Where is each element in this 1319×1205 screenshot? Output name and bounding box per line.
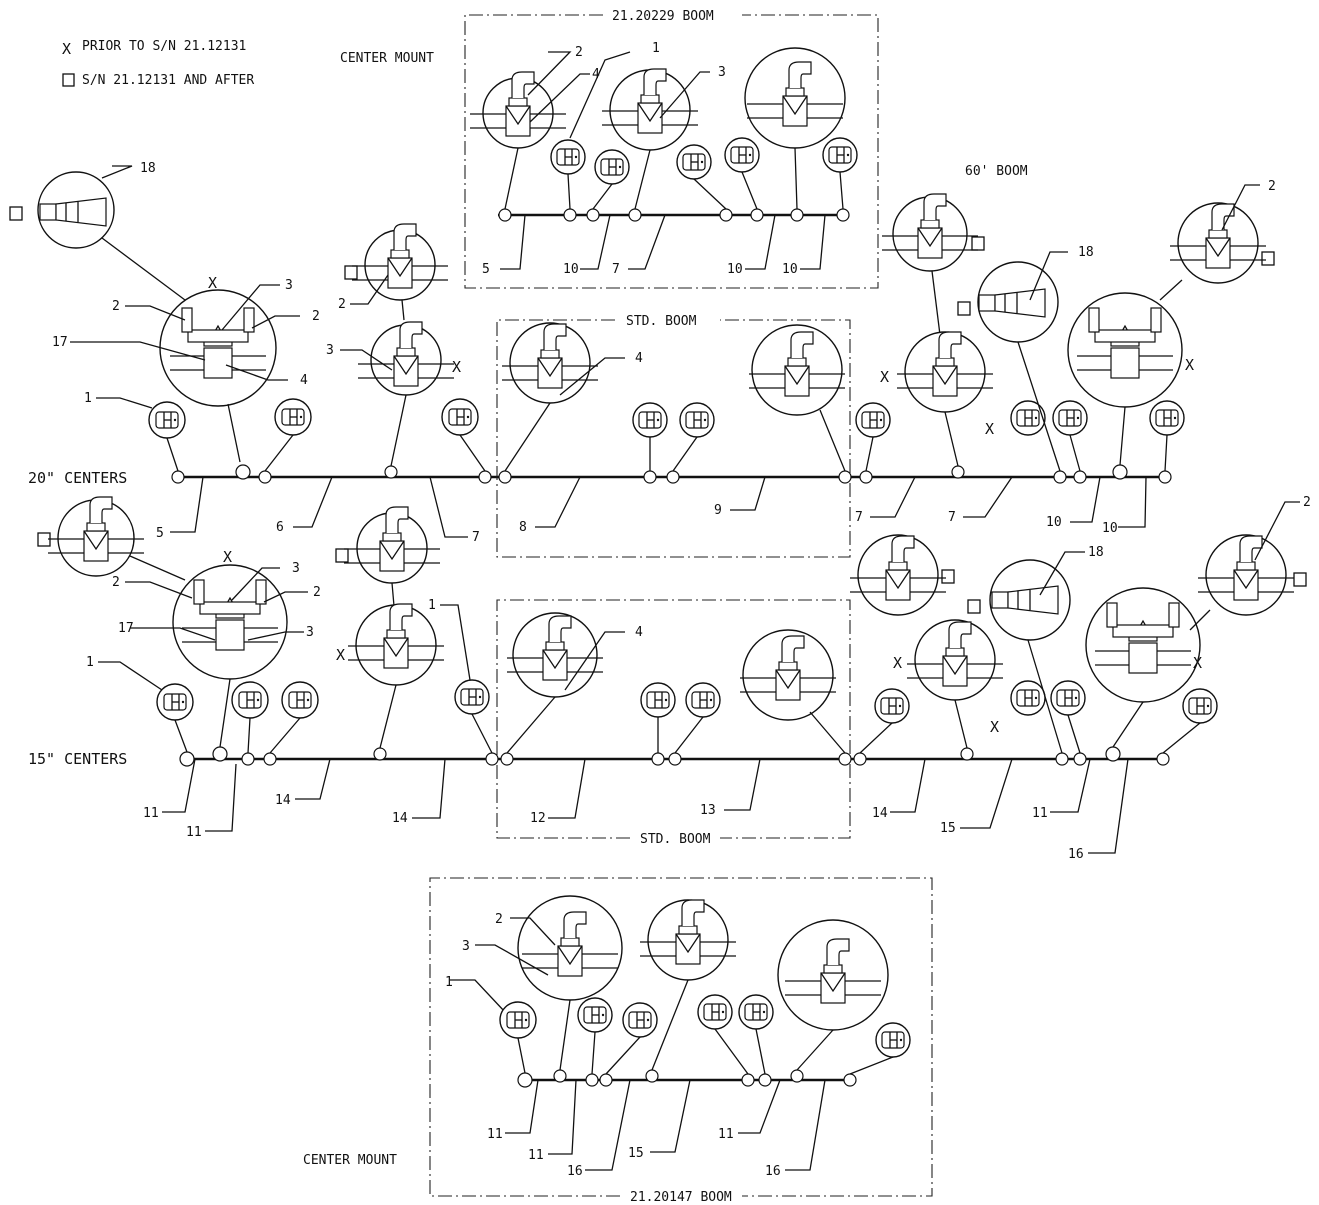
svg-text:X: X xyxy=(990,718,999,736)
callout-1: 1 xyxy=(84,391,92,406)
callout-16: 16 xyxy=(765,1164,781,1179)
nozzle-points xyxy=(517,1069,857,1088)
callout-10: 10 xyxy=(727,262,743,277)
callout-3: 3 xyxy=(292,561,300,576)
callout-5: 5 xyxy=(156,526,164,541)
callout-2: 2 xyxy=(1268,179,1276,194)
legend-after-icon xyxy=(62,73,75,87)
callout-2: 2 xyxy=(313,585,321,600)
callout-4: 4 xyxy=(635,351,643,366)
callout-2: 2 xyxy=(495,912,503,927)
callout-13: 13 xyxy=(700,803,716,818)
callout-3: 3 xyxy=(462,939,470,954)
callout-4: 4 xyxy=(592,67,600,82)
callout-10: 10 xyxy=(563,262,579,277)
callout-7: 7 xyxy=(472,530,480,545)
callout-11: 11 xyxy=(143,806,159,821)
callout-6: 6 xyxy=(276,520,284,535)
svg-text:X: X xyxy=(336,646,345,664)
callout-1: 1 xyxy=(428,598,436,613)
callout-14: 14 xyxy=(872,806,888,821)
callout-10: 10 xyxy=(1046,515,1062,530)
callout-1: 1 xyxy=(86,655,94,670)
legend-after-text: S/N 21.12131 AND AFTER xyxy=(82,73,254,88)
callout-5: 5 xyxy=(482,262,490,277)
callout-10: 10 xyxy=(782,262,798,277)
callout-4: 4 xyxy=(300,373,308,388)
row-20-label: 20" CENTERS xyxy=(28,469,127,487)
callout-7: 7 xyxy=(948,510,956,525)
nozzle-points xyxy=(498,147,850,222)
callout-16: 16 xyxy=(567,1164,583,1179)
std-boom-upper-label: STD. BOOM xyxy=(626,314,697,329)
legend: X PRIOR TO S/N 21.12131 S/N 21.12131 AND… xyxy=(62,39,254,88)
nozzle-bubbles xyxy=(469,47,858,185)
callout-3: 3 xyxy=(326,343,334,358)
callout-10: 10 xyxy=(1102,521,1118,536)
callout-11: 11 xyxy=(528,1148,544,1163)
top-center-mount-label: CENTER MOUNT xyxy=(340,51,434,66)
callout-17: 17 xyxy=(118,621,134,636)
callout-17: 17 xyxy=(52,335,68,350)
callout-4: 4 xyxy=(635,625,643,640)
callout-3: 3 xyxy=(285,278,293,293)
callout-2: 2 xyxy=(312,309,320,324)
callout-15: 15 xyxy=(940,821,956,836)
svg-text:X: X xyxy=(985,420,994,438)
callout-2: 2 xyxy=(575,45,583,60)
row-15-label: 15" CENTERS xyxy=(28,750,127,768)
svg-text:X: X xyxy=(880,368,889,386)
callout-2: 2 xyxy=(1303,495,1311,510)
svg-text:X: X xyxy=(452,358,461,376)
callout-1: 1 xyxy=(445,975,453,990)
std-boom-lower-label: STD. BOOM xyxy=(640,832,711,847)
svg-text:X: X xyxy=(208,274,217,292)
svg-text:X: X xyxy=(893,654,902,672)
callout-11: 11 xyxy=(718,1127,734,1142)
callout-12: 12 xyxy=(530,811,546,826)
callout-11: 11 xyxy=(1032,806,1048,821)
callout-11: 11 xyxy=(487,1127,503,1142)
callout-16: 16 xyxy=(1068,847,1084,862)
callout-14: 14 xyxy=(392,811,408,826)
callout-7: 7 xyxy=(855,510,863,525)
box-21-20147: 21.20147 BOOM CENTER MOUNT 2 3 1 11 11 1… xyxy=(303,877,933,1205)
legend-prior-marker: X xyxy=(62,40,71,58)
callout-2: 2 xyxy=(112,575,120,590)
callout-18: 18 xyxy=(140,161,156,176)
svg-text:X: X xyxy=(223,548,232,566)
callout-2: 2 xyxy=(338,297,346,312)
row-20-centers: 20" CENTERS STD. BOOM 18 X 2 2 3 17 4 1 … xyxy=(9,161,1276,558)
legend-prior-text: PRIOR TO S/N 21.12131 xyxy=(82,39,246,54)
callout-15: 15 xyxy=(628,1146,644,1161)
callout-11: 11 xyxy=(186,825,202,840)
svg-text:X: X xyxy=(1193,654,1202,672)
box-21-20229: 21.20229 BOOM 2 1 4 3 5 10 7 10 xyxy=(464,9,879,289)
sixty-boom-label: 60' BOOM xyxy=(965,164,1028,179)
callout-1: 1 xyxy=(652,41,660,56)
callout-3: 3 xyxy=(306,625,314,640)
callout-2: 2 xyxy=(112,299,120,314)
callout-14: 14 xyxy=(275,793,291,808)
bottom-center-mount-label: CENTER MOUNT xyxy=(303,1153,397,1168)
callout-9: 9 xyxy=(714,503,722,518)
box-21-20147-title: 21.20147 BOOM xyxy=(630,1190,732,1205)
callout-3: 3 xyxy=(718,65,726,80)
callout-7: 7 xyxy=(612,262,620,277)
svg-text:X: X xyxy=(1185,356,1194,374)
callout-18: 18 xyxy=(1088,545,1104,560)
callout-18: 18 xyxy=(1078,245,1094,260)
box-21-20229-title: 21.20229 BOOM xyxy=(612,9,714,24)
nozzle-points xyxy=(171,464,1172,484)
row-15-centers: 15" CENTERS STD. BOOM X 2 2 3 17 3 1 X 1… xyxy=(28,495,1311,862)
callout-8: 8 xyxy=(519,520,527,535)
